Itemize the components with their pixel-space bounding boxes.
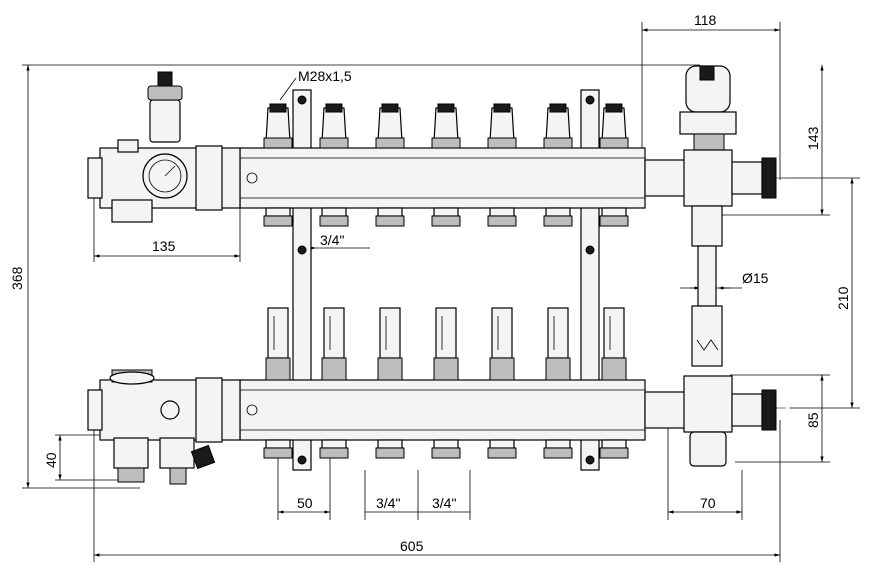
upper-valve-1 (263, 103, 293, 227)
dim-70: 70 (700, 495, 716, 511)
left-lower-assembly (87, 369, 241, 485)
lower-flowmeter-6 (543, 307, 573, 459)
upper-outlets (263, 103, 629, 227)
dim-368: 368 (9, 266, 25, 290)
upper-valve-7 (599, 103, 629, 227)
dim-210: 210 (835, 286, 851, 310)
dim-branch-lower-1: 3/4" (376, 495, 400, 511)
lower-flowmeter-1 (263, 307, 293, 459)
dim-85: 85 (805, 412, 821, 428)
lower-outlets (263, 307, 629, 459)
dim-branch-lower-2: 3/4" (432, 495, 456, 511)
dim-40: 40 (43, 452, 59, 468)
upper-valve-5 (487, 103, 517, 227)
upper-valve-3 (375, 103, 405, 227)
left-upper-assembly (87, 71, 241, 223)
dim-branch-upper: 3/4" (320, 232, 344, 248)
thread-label: M28x1,5 (298, 68, 352, 84)
upper-valve-4 (431, 103, 461, 227)
lower-flowmeter-3 (375, 307, 405, 459)
dim-pipe-diameter: Ø15 (742, 270, 769, 286)
lower-flowmeter-4 (431, 307, 461, 459)
dim-135: 135 (152, 238, 176, 254)
dim-50: 50 (297, 495, 313, 511)
dimension-lines (22, 22, 860, 562)
lower-flowmeter-5 (487, 307, 517, 459)
lower-flowmeter-7 (599, 307, 629, 459)
lower-flowmeter-2 (319, 307, 349, 459)
dim-118: 118 (694, 12, 717, 28)
lower-manifold (239, 379, 646, 441)
dim-143: 143 (805, 126, 821, 150)
dimension-labels: M28x1,5 118 368 143 135 3/4" Ø15 210 85 … (9, 12, 851, 554)
upper-valve-6 (543, 103, 573, 227)
upper-valve-2 (319, 103, 349, 227)
right-assembly (644, 65, 777, 467)
dim-605: 605 (400, 538, 424, 554)
upper-manifold (239, 147, 646, 209)
